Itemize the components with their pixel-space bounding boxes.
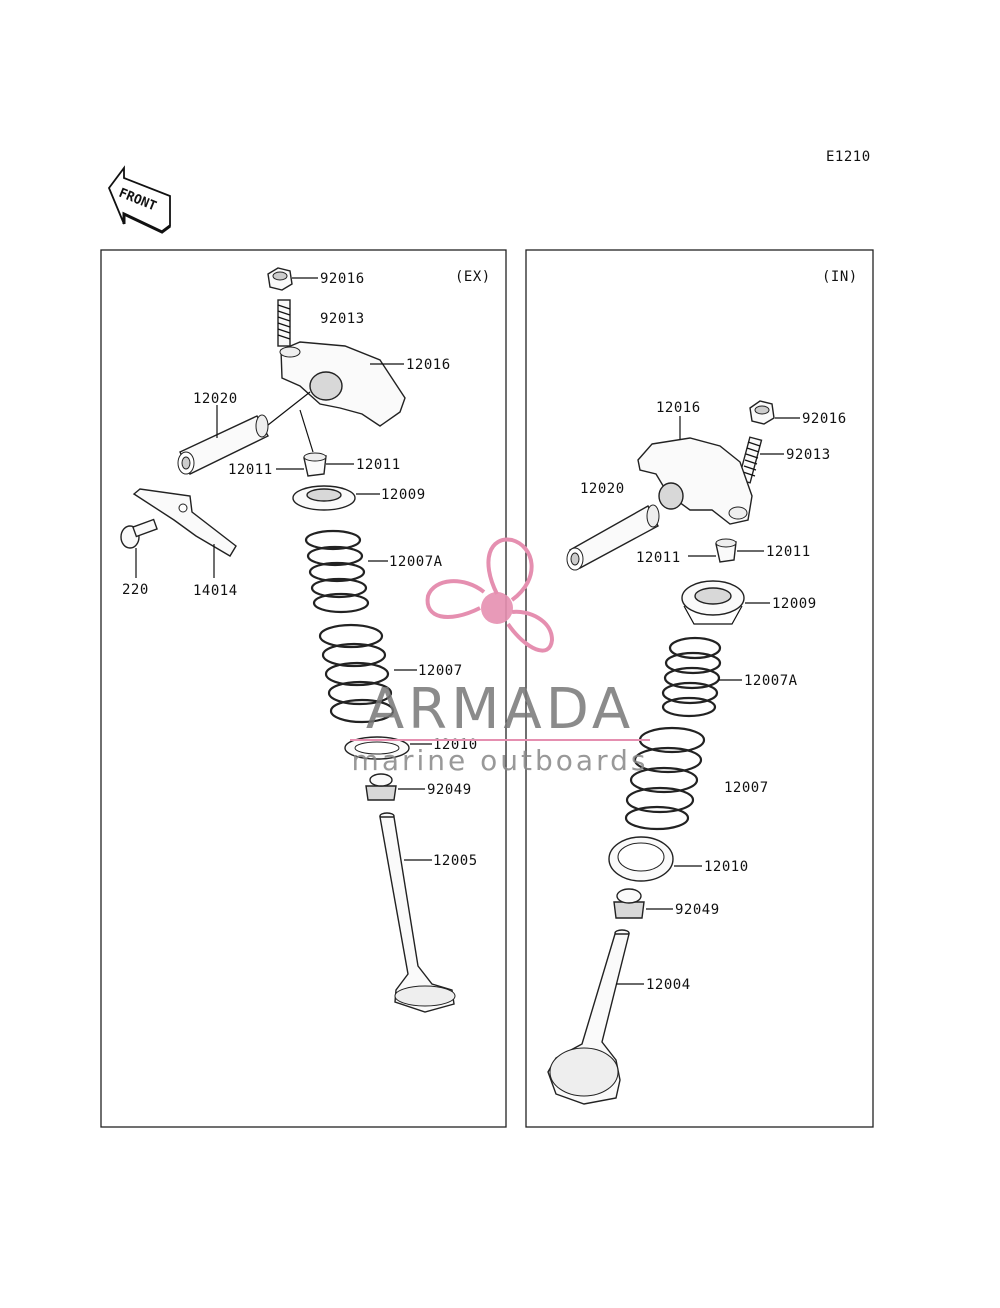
ex-panel-title: (EX) <box>455 269 491 285</box>
ex-screw-92013: 92013 <box>277 299 365 347</box>
armada-watermark: ARMADA marine outboards <box>350 537 650 777</box>
ex-panel-frame <box>100 249 507 1128</box>
ex-rocker-arm-12016: 12016 <box>279 341 451 427</box>
ex-label-92016: 92016 <box>320 271 365 287</box>
ex-label-12020: 12020 <box>193 391 238 407</box>
in-label-12007A: 12007A <box>744 673 798 689</box>
in-nut-92016: 92016 <box>749 400 847 427</box>
ex-nut-92016: 92016 <box>267 267 365 291</box>
in-label-12016: 12016 <box>656 400 701 416</box>
ex-bolt-220: 220 <box>120 518 158 598</box>
ex-label-12011-right: 12011 <box>356 457 401 473</box>
in-label-92013: 92013 <box>786 447 831 463</box>
ex-label-220: 220 <box>122 582 149 598</box>
propeller-logo-icon <box>425 537 555 653</box>
in-spring-seat-12010: 12010 <box>608 836 749 882</box>
ex-label-12011-left: 12011 <box>228 462 273 478</box>
ex-plate-14014: 14014 <box>132 488 238 599</box>
ex-keepers-12011: 12011 12011 <box>228 409 401 478</box>
ex-label-14014: 14014 <box>193 583 238 599</box>
ex-label-12005: 12005 <box>433 853 478 869</box>
ex-rocker-shaft-12020: 12020 <box>177 391 311 475</box>
in-inner-spring-12007A: 12007A <box>661 636 798 718</box>
ex-label-12009: 12009 <box>381 487 426 503</box>
in-valve-12004: 12004 <box>547 929 691 1105</box>
in-panel-title: (IN) <box>822 269 858 285</box>
ex-label-92013: 92013 <box>320 311 365 327</box>
ex-outer-spring-12007: 12007 <box>318 623 463 724</box>
ex-oil-seal-92049: 92049 <box>365 773 472 801</box>
in-panel: (IN) 92016 92013 12016 <box>525 249 874 1128</box>
ex-label-12016: 12016 <box>406 357 451 373</box>
watermark-tagline: marine outboards <box>352 744 649 777</box>
in-label-12011-right: 12011 <box>766 544 811 560</box>
ex-valve-12005: 12005 <box>379 812 478 1013</box>
in-rocker-shaft-12020: 12020 <box>566 481 660 571</box>
front-arrow-icon: FRONT <box>107 165 171 234</box>
in-label-12020: 12020 <box>580 481 625 497</box>
in-screw-92013: 92013 <box>737 436 831 484</box>
ex-retainer-12009: 12009 <box>292 485 426 511</box>
in-panel-frame <box>525 249 874 1128</box>
ex-label-92049: 92049 <box>427 782 472 798</box>
in-oil-seal-92049: 92049 <box>613 888 720 919</box>
in-keepers-12011: 12011 12011 <box>636 538 811 566</box>
in-label-92016: 92016 <box>802 411 847 427</box>
in-label-12010: 12010 <box>704 859 749 875</box>
ex-label-12007A: 12007A <box>389 554 443 570</box>
in-label-12009: 12009 <box>772 596 817 612</box>
ex-label-12007: 12007 <box>418 663 463 679</box>
ex-inner-spring-12007A: 12007A <box>304 529 443 614</box>
in-label-12011-left: 12011 <box>636 550 681 566</box>
in-label-92049: 92049 <box>675 902 720 918</box>
in-outer-spring-12007: 12007 <box>624 726 769 831</box>
in-retainer-12009: 12009 <box>681 580 817 625</box>
in-label-12004: 12004 <box>646 977 691 993</box>
in-label-12007: 12007 <box>724 780 769 796</box>
diagram-code: E1210 <box>826 149 871 165</box>
in-rocker-arm-12016: 12016 <box>637 400 753 525</box>
ex-panel: (EX) 92016 92013 12016 <box>100 249 507 1128</box>
watermark-brand: ARMADA <box>366 677 634 742</box>
